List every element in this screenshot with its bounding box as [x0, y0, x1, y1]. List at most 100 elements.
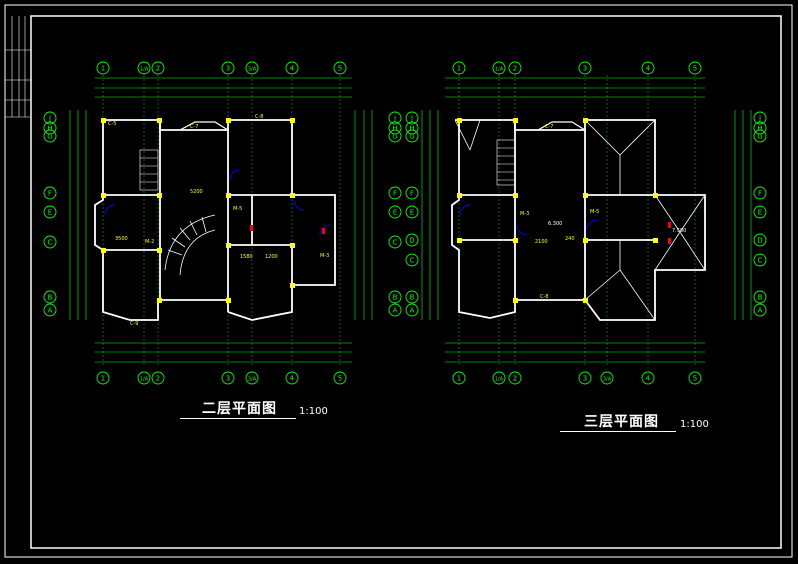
- grid-bubble-circle: [388, 205, 402, 219]
- grid-bubble-right: E: [388, 205, 402, 219]
- grid-bubble-top: 3: [578, 61, 592, 75]
- grid-bubble-text: 2: [156, 65, 160, 73]
- label-1580: 1580: [240, 254, 253, 260]
- dimension-lines-bottom: [95, 342, 352, 363]
- room-labels: C-7 C-8 M-3 M-5 6.300 7.500 2100 240: [520, 124, 686, 300]
- grid-bubble-bottom: 4: [285, 371, 299, 385]
- inner-frame: [30, 15, 782, 549]
- grid-bubble-circle: [753, 233, 767, 247]
- grid-bubble-circle: [245, 371, 259, 385]
- grid-bubble-text: 3/A: [248, 67, 257, 73]
- grid-bubble-left: B: [43, 290, 57, 304]
- grid-bubble-top: 1/A: [137, 61, 151, 75]
- grid-bubble-text: B: [410, 294, 415, 302]
- grid-bubble-circle: [333, 61, 347, 75]
- grid-bubble-right: B: [388, 290, 402, 304]
- grid-bubble-text: B: [48, 294, 53, 302]
- grid-bubble-text: 3: [583, 375, 587, 383]
- grid-bubble-text: H: [47, 125, 52, 133]
- spiral-stair: [164, 214, 216, 276]
- straight-stair: [139, 149, 159, 191]
- doors: [104, 169, 331, 236]
- grid-axis-lines: [458, 75, 696, 365]
- grid-bubble-right: F: [753, 186, 767, 200]
- grid-bubble-text: J: [48, 115, 51, 123]
- grid-bubble-text: 4: [646, 65, 651, 73]
- grid-bubble-left: H: [43, 121, 57, 135]
- grid-bubble-circle: [492, 61, 506, 75]
- grid-bubble-top: 4: [285, 61, 299, 75]
- grid-bubble-top: 3: [221, 61, 235, 75]
- label-7500: 7.500: [672, 228, 686, 234]
- grid-bubble-text: 3: [226, 65, 230, 73]
- grid-bubble-left: F: [405, 186, 419, 200]
- grid-bubble-text: 3: [226, 375, 230, 383]
- grid-bubble-circle: [405, 129, 419, 143]
- grid-bubble-circle: [43, 290, 57, 304]
- grid-bubble-circle: [43, 205, 57, 219]
- grid-axis-lines: [102, 75, 341, 365]
- grid-bubble-circle: [333, 371, 347, 385]
- red-accents: [668, 222, 671, 244]
- grid-bubble-circle: [578, 61, 592, 75]
- grid-bubble-text: C: [48, 239, 53, 247]
- grid-bubble-top: 1: [452, 61, 466, 75]
- label-m5: M-5: [233, 206, 242, 212]
- label-c9: C-9: [130, 321, 138, 327]
- grid-bubble-text: 3: [583, 65, 587, 73]
- grid-bubble-circle: [508, 371, 522, 385]
- grid-bubble-text: H: [409, 125, 414, 133]
- grid-bubble-right: D: [753, 233, 767, 247]
- grid-bubble-left: G: [43, 129, 57, 143]
- grid-bubble-left: J: [405, 111, 419, 125]
- label-1200: 1200: [265, 254, 278, 260]
- outer-frame: [4, 4, 793, 558]
- label-c8: C-8: [540, 294, 548, 300]
- label-c7: C-7: [545, 124, 553, 130]
- grid-bubble-circle: [43, 303, 57, 317]
- grid-bubble-top: 2: [508, 61, 522, 75]
- grid-bubble-text: A: [410, 307, 415, 315]
- grid-bubble-circle: [452, 371, 466, 385]
- grid-bubble-circle: [405, 233, 419, 247]
- dimension-lines-bottom: [445, 342, 705, 363]
- grid-bubble-circle: [388, 235, 402, 249]
- bay-window: [179, 121, 229, 131]
- grid-bubble-circle: [151, 371, 165, 385]
- grid-bubble-bottom: 3: [578, 371, 592, 385]
- plan-scale-second-floor: 1:100: [299, 406, 328, 417]
- grid-bubble-top: 5: [688, 61, 702, 75]
- grid-bubble-left: A: [405, 303, 419, 317]
- grid-bubble-left: B: [405, 290, 419, 304]
- grid-bubble-left: H: [405, 121, 419, 135]
- grid-bubble-text: A: [758, 307, 763, 315]
- grid-bubble-right: C: [753, 253, 767, 267]
- grid-bubble-right: E: [753, 205, 767, 219]
- grid-bubble-circle: [221, 371, 235, 385]
- grid-bubble-circle: [388, 121, 402, 135]
- grid-bubble-circle: [96, 371, 110, 385]
- label-c8: C-8: [255, 114, 263, 120]
- red-accents: [250, 225, 325, 234]
- grid-bubble-circle: [492, 371, 506, 385]
- grid-bubble-circle: [753, 253, 767, 267]
- grid-bubble-text: 5: [338, 375, 342, 383]
- grid-bubble-text: D: [409, 237, 414, 245]
- grid-bubble-bottom: 1: [452, 371, 466, 385]
- grid-bubble-bottom: 5: [333, 371, 347, 385]
- grid-bubble-text: 1: [101, 375, 105, 383]
- grid-bubble-circle: [137, 61, 151, 75]
- grid-bubble-text: E: [410, 209, 414, 217]
- grid-bubble-circle: [285, 61, 299, 75]
- grid-bubble-circle: [405, 303, 419, 317]
- grid-bubble-text: F: [48, 190, 52, 198]
- grid-bubble-text: 4: [290, 375, 295, 383]
- label-3500: 3500: [115, 236, 128, 242]
- grid-bubble-circle: [221, 61, 235, 75]
- grid-bubble-right: G: [753, 129, 767, 143]
- grid-bubble-text: C: [758, 257, 763, 265]
- label-m2: M-2: [145, 239, 154, 245]
- roof-hip-lines: [454, 119, 706, 321]
- grid-bubble-text: 3/A: [603, 377, 612, 383]
- dimension-lines-top: [445, 77, 705, 98]
